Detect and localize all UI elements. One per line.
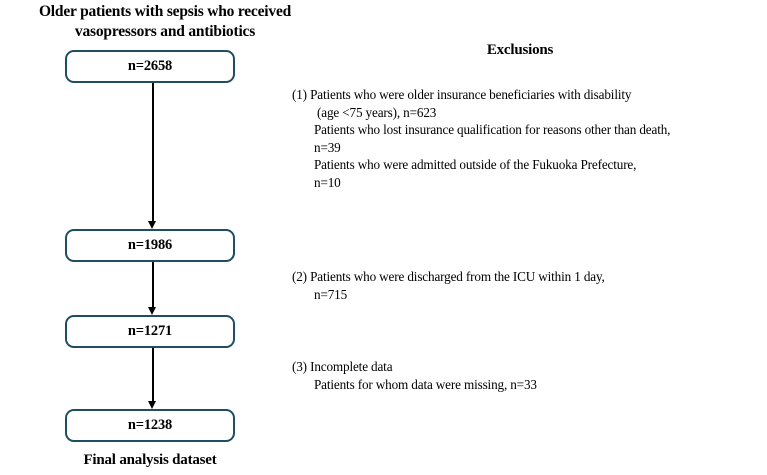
exclusion-1-line-4: n=39 [314,139,341,155]
exclusion-3-line-1: (3) Incomplete data [292,359,393,374]
page-title: Older patients with sepsis who received … [0,2,330,42]
exclusion-2-line-2: n=715 [314,286,348,302]
arrow-stem [152,83,154,222]
arrow-connector-3 [148,348,157,409]
exclusion-2-line-1: (2) Patients who were discharged from th… [292,269,605,284]
arrow-head-icon [148,401,156,409]
exclusion-item-1: (1) Patients who were older insurance be… [292,86,764,192]
page-title-line-2: vasopressors and antibiotics [74,23,256,40]
flow-node-after-exclusion-1: n=1986 [65,229,235,262]
flow-node-after-exclusion-2: n=1271 [65,315,235,348]
final-dataset-label: Final analysis dataset [83,452,217,468]
exclusion-1-line-1: (1) Patients who were older insurance be… [292,87,632,102]
arrow-head-icon [148,307,156,315]
exclusion-1-line-3: Patients who lost insurance qualificatio… [314,122,671,138]
exclusions-heading: Exclusions [486,42,554,58]
arrow-connector-1 [148,83,157,229]
exclusion-1-line-6: n=10 [314,174,341,190]
exclusion-item-3: (3) Incomplete data Patients for whom da… [292,358,764,393]
arrow-head-icon [148,221,156,229]
flow-node-cohort-total: n=2658 [65,50,235,83]
exclusion-1-line-5: Patients who were admitted outside of th… [314,157,637,173]
page-title-line-1: Older patients with sepsis who received [38,3,292,20]
arrow-stem [152,262,154,308]
arrow-connector-2 [148,262,157,315]
exclusion-3-line-2: Patients for whom data were missing, n=3… [314,376,537,392]
exclusion-item-2: (2) Patients who were discharged from th… [292,268,764,303]
arrow-stem [152,348,154,402]
flow-node-final-dataset: n=1238 [65,409,235,442]
exclusion-1-line-2: (age <75 years), n=623 [317,104,437,120]
